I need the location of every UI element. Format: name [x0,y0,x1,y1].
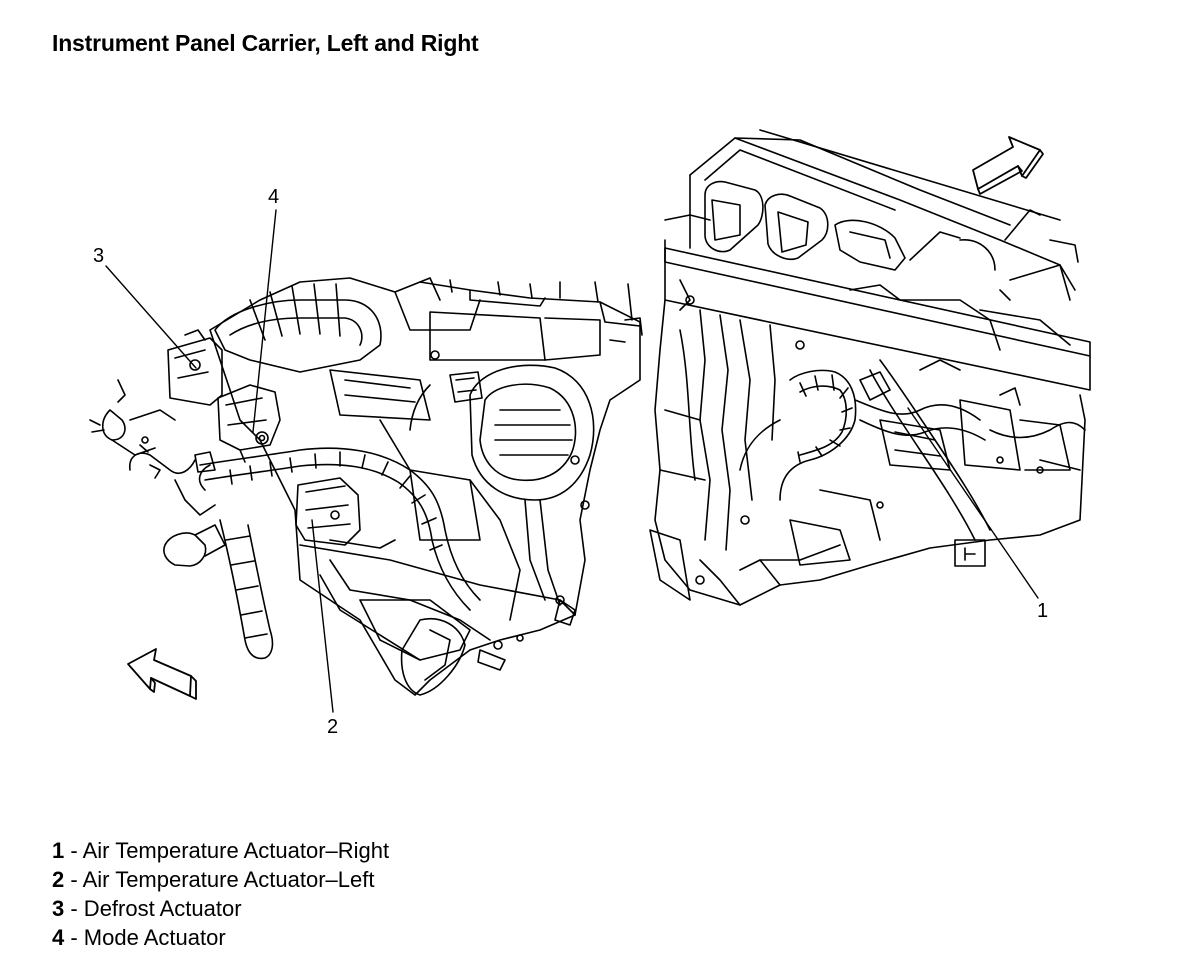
right-wiring-harness [739,359,1086,541]
left-wiring-harness [89,379,481,660]
right-hvac-module [649,129,1091,606]
callout-4: 4 [268,186,280,208]
legend-item: 1 - Air Temperature Actuator–Right [52,836,389,865]
legend-text: - Air Temperature Actuator–Left [64,867,375,892]
mode-actuator-part [217,384,281,463]
legend-number: 1 [52,838,65,863]
callout-1: 1 [1037,600,1049,622]
legend-item: 4 - Mode Actuator [52,923,389,952]
defrost-actuator-part [167,329,223,406]
direction-arrow-icon [127,648,197,700]
callout-2: 2 [327,716,339,738]
legend: 1 - Air Temperature Actuator–Right 2 - A… [52,836,389,952]
callout-3: 3 [93,245,105,267]
direction-arrow-icon [972,136,1044,195]
legend-item: 3 - Defrost Actuator [52,894,389,923]
leader-line-2 [311,519,334,713]
air-temp-actuator-left-part [295,477,396,549]
leader-line-1 [907,407,1039,599]
page-title: Instrument Panel Carrier, Left and Right [52,30,479,56]
left-hvac-module [209,277,643,696]
legend-text: - Defrost Actuator [64,896,242,921]
leader-line-3 [105,265,197,369]
legend-number: 4 [52,925,65,950]
legend-text: - Mode Actuator [64,925,226,950]
callout-leaders [105,209,1039,713]
legend-number: 3 [52,896,65,921]
legend-text: - Air Temperature Actuator–Right [64,838,390,863]
leader-line-4 [252,209,277,433]
legend-item: 2 - Air Temperature Actuator–Left [52,865,389,894]
legend-number: 2 [52,867,65,892]
